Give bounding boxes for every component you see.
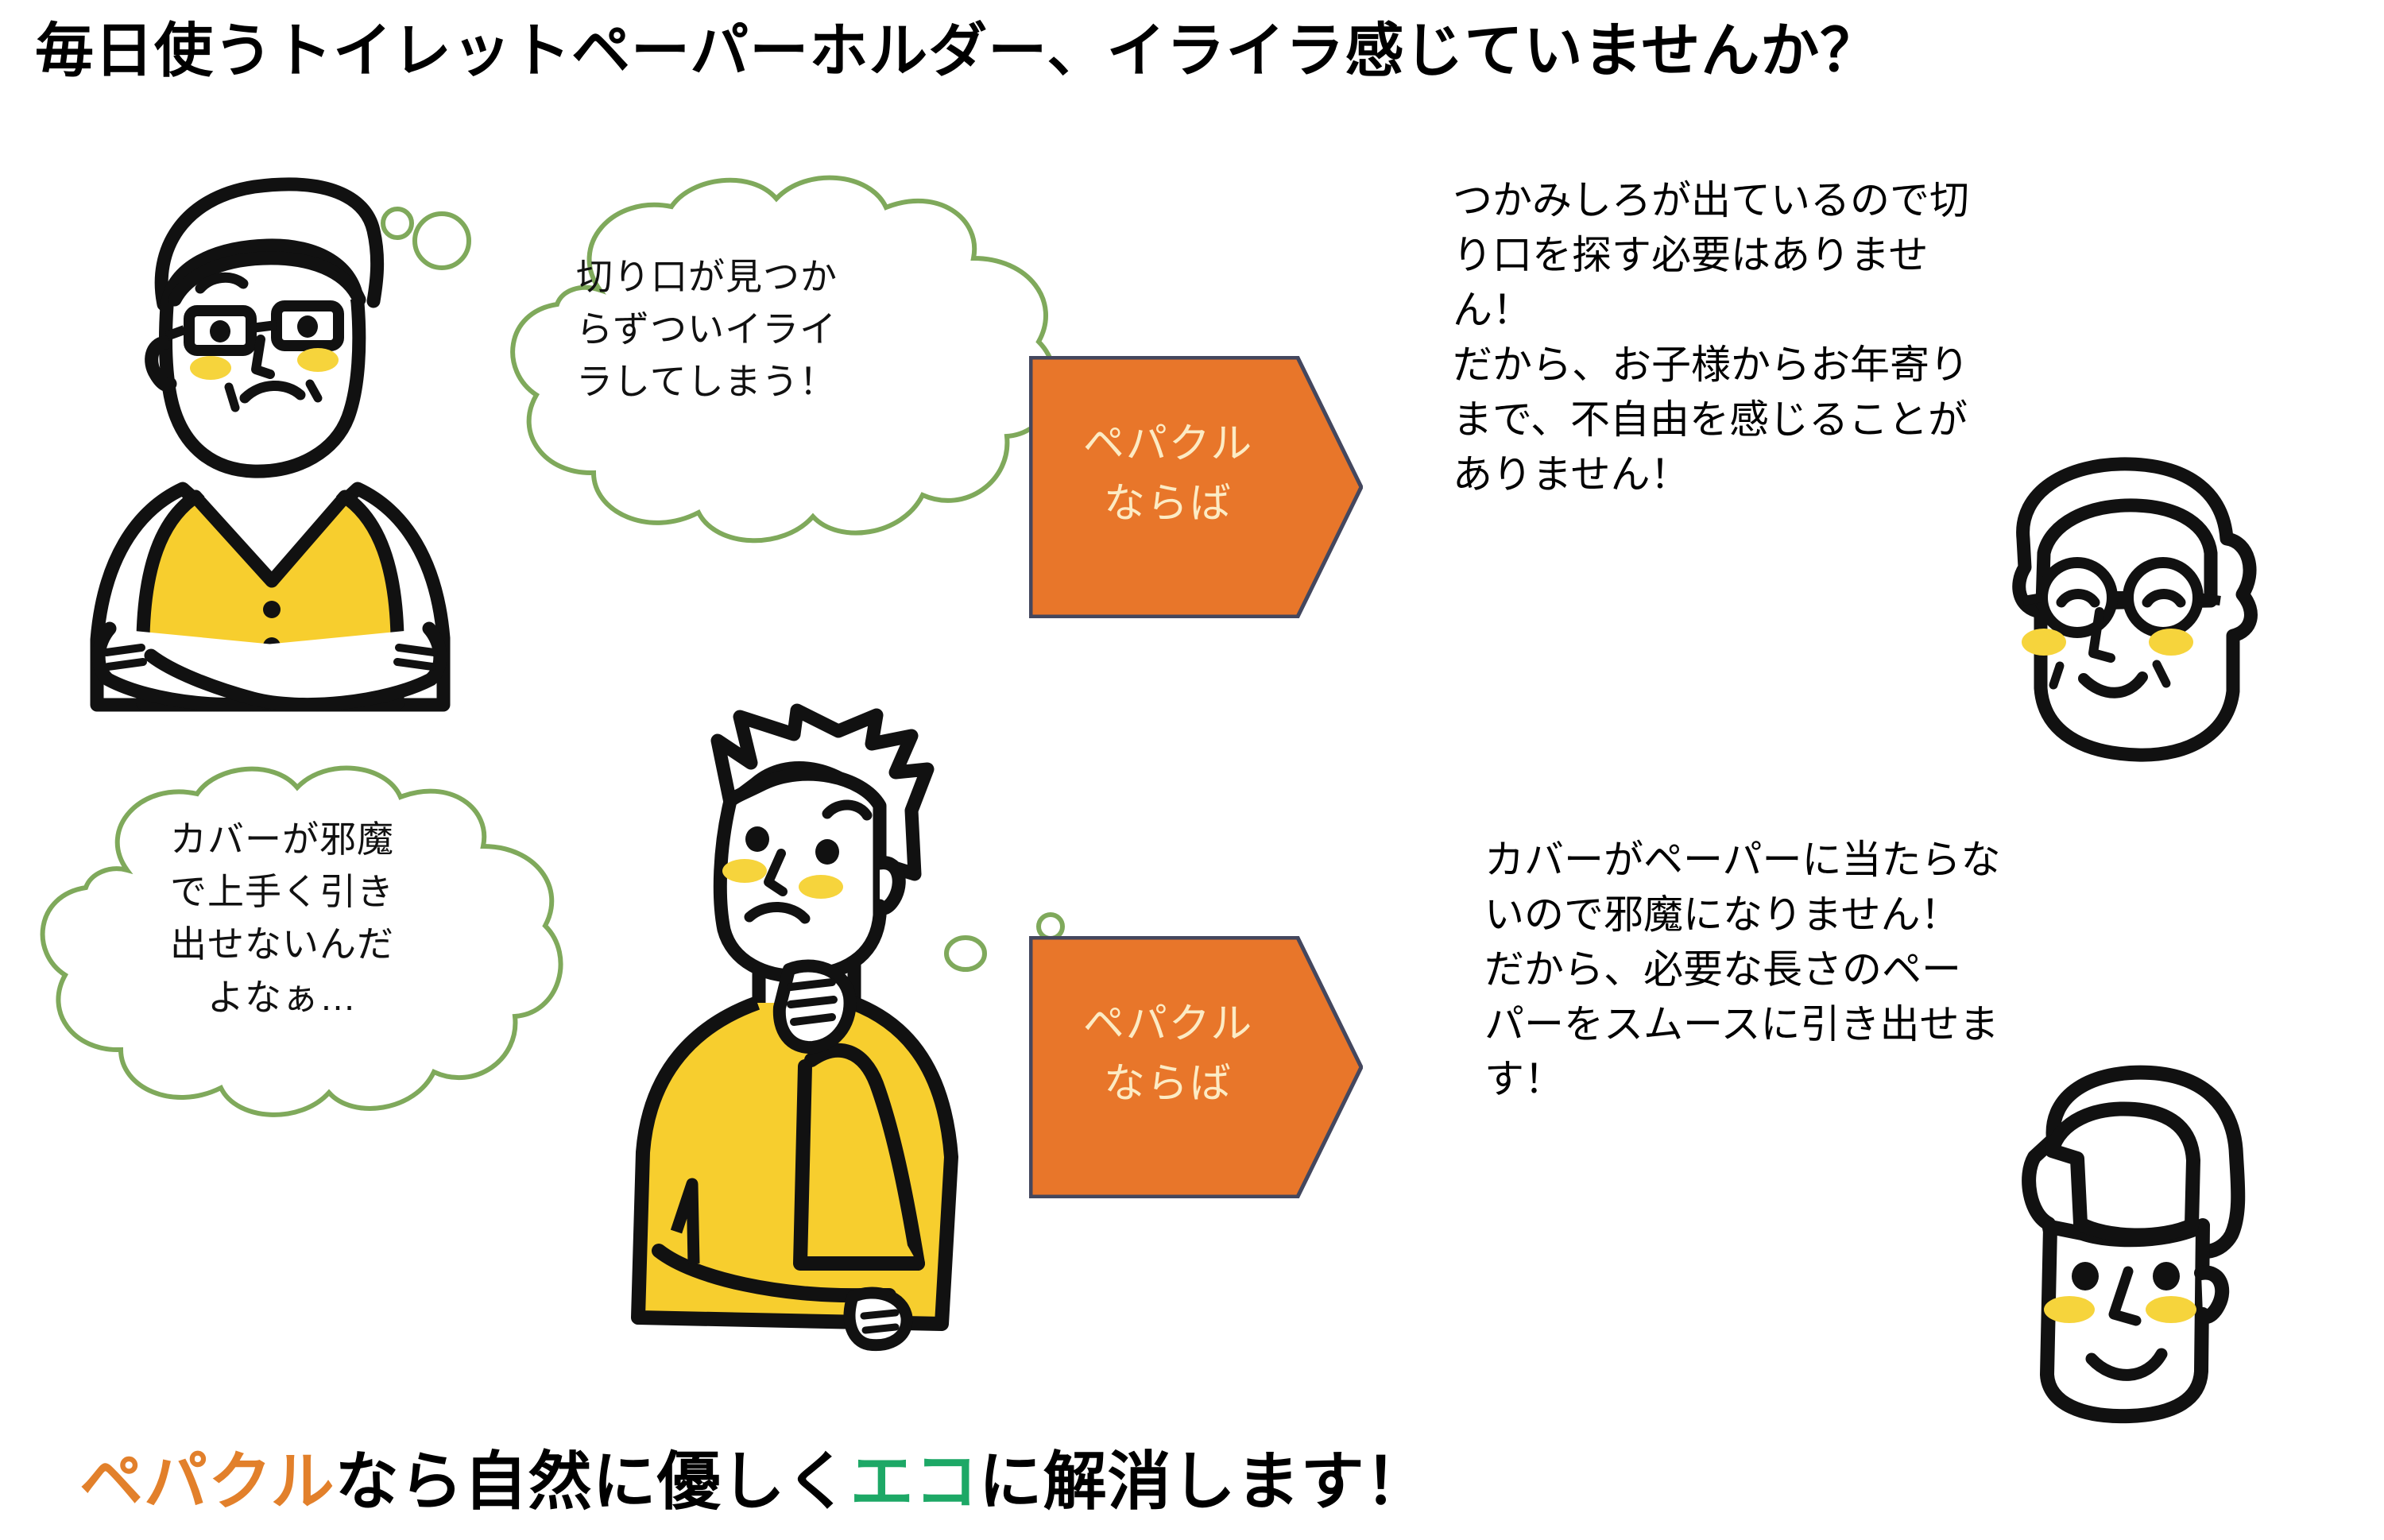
arrow-callout-label-row-1: ペパクル ならば <box>1082 421 1254 528</box>
arrow-callout-row-1: ペパクル ならば <box>1029 356 1363 618</box>
thought-bubble-row-2: カバーが邪魔 で上手く引き 出せないんだ よなぁ… <box>8 759 564 1140</box>
page-title: 毎日使うトイレットペーパーホルダー、イライラ感じていませんか？ <box>35 17 1880 83</box>
character-young-man-smiling-face <box>2003 1057 2320 1430</box>
tagline-end: に解消します！ <box>978 1446 1430 1517</box>
character-young-man-thinking <box>600 703 1045 1352</box>
tagline-middle: なら自然に優しく <box>335 1446 850 1517</box>
benefit-text-row-2: カバーがペーパーに当たらな いので邪魔になりません！ だから、必要な長さのペー … <box>1484 838 2001 1101</box>
character-elderly-man-arms-crossed <box>48 155 493 727</box>
thought-bubble-text-row-2: カバーが邪魔 で上手く引き 出せないんだ よなぁ… <box>170 818 394 1018</box>
arrow-callout-label-row-2: ペパクル ならば <box>1082 1001 1254 1108</box>
benefit-text-row-1: つかみしろが出ているので切 り口を探す必要はありませ ん！ だから、お子様からお… <box>1453 178 1969 497</box>
arrow-callout-row-2: ペパクル ならば <box>1029 936 1363 1198</box>
thought-dots-row-1 <box>373 195 517 298</box>
thought-bubble-text-row-1: 切り口が見つか らずついイライ ラしてしまう！ <box>576 256 838 403</box>
thought-dots-row-2 <box>930 906 1089 993</box>
thought-bubble-row-1: 切り口が見つか らずついイライ ラしてしまう！ <box>473 171 1077 568</box>
tagline-brand: ペパクル <box>79 1446 335 1517</box>
character-elderly-man-smiling-face <box>1995 453 2328 771</box>
tagline-eco: エコ <box>849 1446 979 1517</box>
footer-tagline: ペパクルなら自然に優しくエコに解消します！ <box>79 1430 1430 1523</box>
